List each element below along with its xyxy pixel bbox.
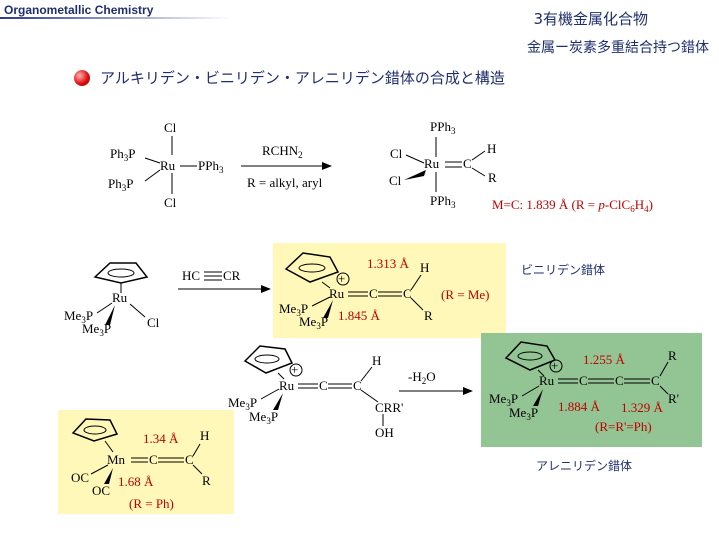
pph3-top: PPh3 bbox=[430, 119, 456, 136]
allenylidene-c3: C bbox=[651, 373, 660, 388]
oc-b: OC bbox=[92, 483, 110, 498]
oc-a: OC bbox=[71, 470, 89, 485]
allenylidene-r-top: R bbox=[668, 348, 677, 363]
allenylidene-condition: (R=R'=Ph) bbox=[595, 419, 652, 434]
page-title: 3有機金属化合物 bbox=[533, 10, 648, 28]
me3p-b: Me3P bbox=[82, 321, 111, 338]
reaction1-arrow: RCHN2 R = alkyl, aryl bbox=[241, 143, 332, 190]
allenylidene-complex: + Ru C C C R R' Me3P Me3P bbox=[489, 341, 679, 422]
carbon-alkylidene: C bbox=[463, 156, 472, 171]
bond-length-note: M=C: 1.839 Å (R = p-ClC6H4) bbox=[492, 197, 653, 214]
reagent-dehydration: -H2O bbox=[408, 369, 436, 386]
mn-r: R bbox=[202, 473, 211, 488]
r-substituent: R bbox=[488, 170, 497, 185]
allenylidene-highlight bbox=[481, 333, 702, 447]
cl-top: Cl bbox=[164, 120, 177, 135]
cyclopentadienyl-icon bbox=[93, 262, 149, 284]
allenylidene-c2: C bbox=[615, 373, 624, 388]
cyclopentadienyl-icon bbox=[284, 252, 340, 283]
vinylidene-highlight bbox=[273, 243, 506, 338]
intermediate-oh: OH bbox=[375, 425, 394, 440]
allenylidene-bond-1: 1.255 Å bbox=[583, 352, 626, 367]
ru-metal-2: Ru bbox=[424, 156, 440, 171]
pph3-right: PPh3 bbox=[198, 158, 224, 175]
vinylidene-condition: (R = Me) bbox=[441, 287, 490, 302]
allenylidene-label: アレニリデン錯体 bbox=[536, 458, 632, 473]
positive-charge: + bbox=[338, 271, 345, 286]
mn-condition: (R = Ph) bbox=[129, 496, 174, 511]
reaction3-arrow: -H2O bbox=[399, 369, 473, 395]
cl-bottom: Cl bbox=[164, 195, 177, 210]
allenylidene-bond-2: 1.884 Å bbox=[558, 399, 601, 414]
ph3p-top-label: Ph3P bbox=[110, 146, 135, 163]
cyclopentadienyl-icon bbox=[504, 341, 557, 371]
vinylidene-c2: C bbox=[403, 286, 412, 301]
mn-metal: Mn bbox=[107, 452, 126, 467]
vinylidene-r: R bbox=[424, 308, 433, 323]
me3p-intermediate-b: Me3P bbox=[249, 409, 278, 426]
red-bullet-icon bbox=[74, 69, 90, 86]
intermediate-crr: CRR' bbox=[375, 400, 403, 415]
section-heading: アルキリデン・ビニリデン・アレニリデン錯体の合成と構造 bbox=[100, 69, 505, 87]
hydroxy-intermediate: + Ru C C H CRR' OH Me3P Me3P bbox=[228, 345, 403, 440]
me3p-allenylidene-b: Me3P bbox=[509, 405, 538, 422]
reactant-cp-ru-chloride: Ru Me3P Me3P Cl bbox=[64, 262, 160, 338]
me3p-a: Me3P bbox=[64, 308, 93, 325]
page-subtitle: 金属ー炭素多重結合持つ錯体 bbox=[527, 40, 709, 56]
mn-h: H bbox=[200, 428, 209, 443]
cl-on-cp-ru: Cl bbox=[147, 315, 160, 330]
allenylidene-c1: C bbox=[579, 373, 588, 388]
allenylidene-bond-3: 1.329 Å bbox=[621, 400, 664, 415]
ru-metal-3: Ru bbox=[112, 290, 128, 305]
vinylidene-h: H bbox=[420, 260, 429, 275]
mn-vinylidene-complex: Mn C C H R OC OC bbox=[71, 418, 211, 498]
me3p-allenylidene-a: Me3P bbox=[489, 391, 518, 408]
cl-top-product: Cl bbox=[390, 146, 403, 161]
mn-bond-1: 1.34 Å bbox=[143, 431, 179, 446]
pph3-bottom: PPh3 bbox=[430, 193, 456, 210]
ru-metal-5: Ru bbox=[279, 378, 295, 393]
cl-bottom-product: Cl bbox=[389, 173, 402, 188]
intermediate-h: H bbox=[372, 353, 381, 368]
brand-underline bbox=[0, 17, 232, 19]
mn-c1: C bbox=[149, 452, 158, 467]
intermediate-c1: C bbox=[319, 378, 328, 393]
vinylidene-bond-1: 1.313 Å bbox=[367, 256, 410, 271]
brand-label: Organometallic Chemistry bbox=[4, 3, 154, 17]
positive-charge: + bbox=[291, 362, 298, 377]
vinylidene-c1: C bbox=[369, 286, 378, 301]
product-ru-alkylidene: PPh3 Cl Ru C H R Cl PPh3 bbox=[389, 119, 497, 210]
vinylidene-complex: + Ru C C H R Me3P Me3P bbox=[279, 252, 433, 331]
reagent-alkyne-right: CR bbox=[223, 268, 241, 283]
condition-alkyl-aryl: R = alkyl, aryl bbox=[247, 175, 323, 190]
me3p-intermediate-a: Me3P bbox=[228, 395, 257, 412]
ru-metal-6: Ru bbox=[539, 373, 555, 388]
reagent-rchn2: RCHN2 bbox=[262, 143, 303, 160]
me3p-vinylidene-b: Me3P bbox=[299, 314, 328, 331]
ph3p-bottom-label: Ph3P bbox=[108, 176, 133, 193]
reagent-alkyne-left: HC bbox=[182, 268, 200, 283]
me3p-vinylidene-a: Me3P bbox=[279, 301, 308, 318]
intermediate-c2: C bbox=[353, 378, 362, 393]
vinylidene-label: ビニリデン錯体 bbox=[521, 262, 605, 277]
allenylidene-r-bottom: R' bbox=[668, 391, 679, 406]
ru-metal-1: Ru bbox=[160, 158, 176, 173]
vinylidene-bond-2: 1.845 Å bbox=[338, 308, 381, 323]
ru-metal-4: Ru bbox=[329, 286, 345, 301]
mn-c2: C bbox=[185, 452, 194, 467]
h-substituent: H bbox=[487, 141, 496, 156]
cyclopentadienyl-icon bbox=[243, 345, 294, 374]
section-heading-row: アルキリデン・ビニリデン・アレニリデン錯体の合成と構造 bbox=[74, 67, 505, 88]
mn-bond-2: 1.68 Å bbox=[118, 474, 154, 489]
reactant-ru-dichloride: Cl Ph3P Ru PPh3 Ph3P Cl bbox=[108, 120, 224, 210]
positive-charge: + bbox=[551, 358, 558, 373]
cyclopentadienyl-icon bbox=[71, 418, 119, 442]
reaction2-arrow: HC CR bbox=[178, 268, 271, 293]
